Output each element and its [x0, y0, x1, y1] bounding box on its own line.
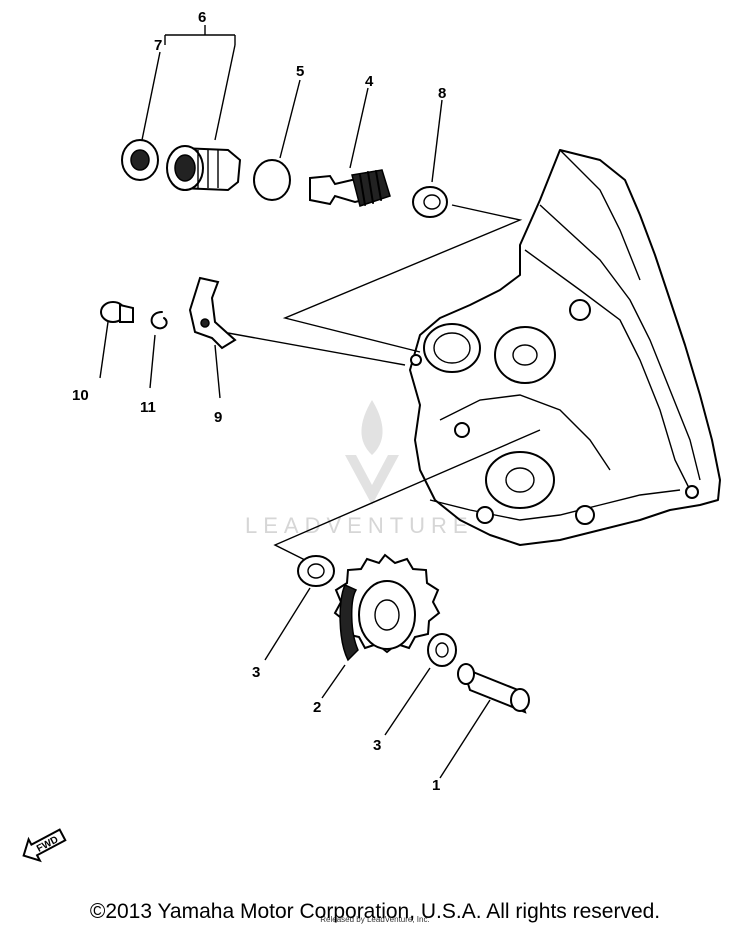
- part-7-oil-seal: [121, 139, 159, 181]
- part-9-stopper-plate: [188, 276, 237, 350]
- part-5-o-ring: [253, 159, 291, 201]
- part-10-bolt: [100, 301, 134, 323]
- part-3-washer-lower: [427, 633, 457, 667]
- callout-4: 4: [365, 73, 374, 90]
- callout-9: 9: [214, 409, 222, 426]
- callout-2: 2: [313, 699, 321, 716]
- callout-1: 1: [432, 777, 440, 794]
- watermark-brand-text: LEADVENTURE: [245, 513, 474, 538]
- part-4-driven-gear: [309, 169, 391, 207]
- part-6-sleeve: [166, 145, 242, 192]
- callout-8: 8: [438, 85, 446, 102]
- released-by-note: Released by LeadVenture, Inc.: [320, 915, 430, 924]
- part-1-shaft: [457, 663, 530, 714]
- callout-labels: 6 7 5 4 8 10 11 9 3 2 3 1: [72, 9, 446, 794]
- callout-11: 11: [140, 399, 156, 416]
- part-8-bushing: [412, 186, 448, 218]
- part-11-washer: [150, 311, 168, 330]
- forward-arrow-icon: FWD: [22, 828, 67, 863]
- part-2-kick-gear: [333, 553, 441, 662]
- leader-lines: [99, 25, 541, 779]
- copyright-footer: ©2013 Yamaha Motor Corporation, U.S.A. A…: [89, 900, 661, 923]
- crankcase: [409, 149, 721, 546]
- callout-5: 5: [296, 63, 304, 80]
- callout-10: 10: [72, 387, 89, 404]
- callout-6: 6: [198, 9, 206, 26]
- part-3-washer-upper: [297, 555, 335, 587]
- callout-3-lower: 3: [373, 737, 381, 754]
- leadventure-watermark: LEADVENTURE: [245, 400, 474, 538]
- callout-7: 7: [154, 37, 162, 54]
- callout-3-upper: 3: [252, 664, 260, 681]
- fwd-label: FWD: [35, 834, 60, 854]
